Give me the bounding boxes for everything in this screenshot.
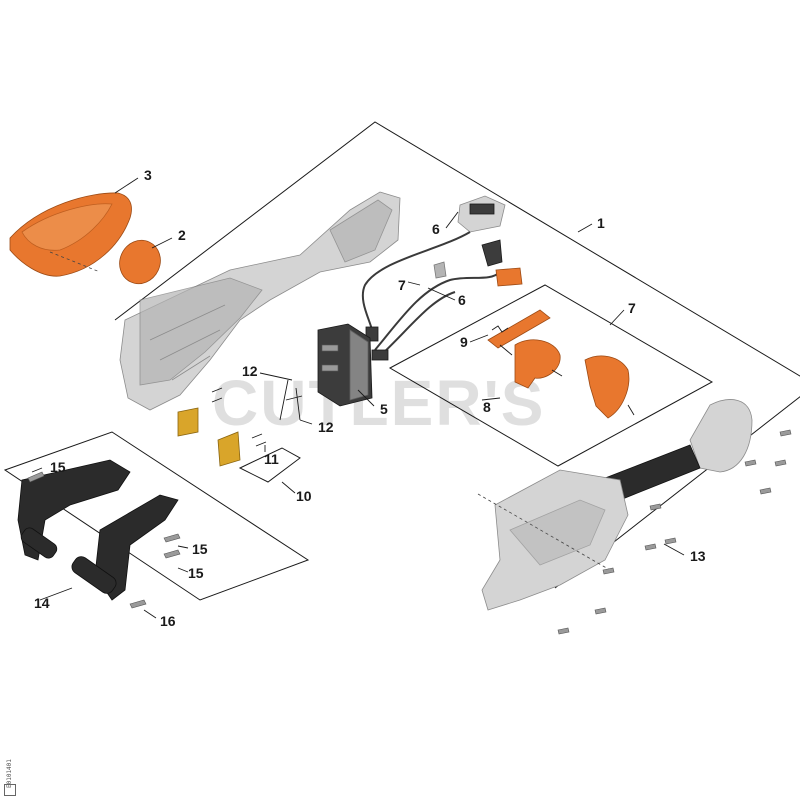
callout-9: 9 <box>460 334 468 350</box>
top-cover-part-3 <box>9 192 132 277</box>
screw-part-13 <box>557 429 792 635</box>
callout-14: 14 <box>34 595 50 611</box>
screw-part-16 <box>129 599 147 609</box>
callout-8: 8 <box>483 399 491 415</box>
callout-5: 6 <box>432 221 440 237</box>
watermark: CUTLER'S <box>212 367 545 439</box>
front-housing-part-13 <box>477 399 753 611</box>
cable-part-6 <box>371 239 523 361</box>
callout-12-top: 12 <box>242 363 258 379</box>
trigger-part-7 <box>487 309 551 349</box>
handle-housing-part-1 <box>119 191 401 411</box>
seal-part-2 <box>119 239 161 285</box>
callout-13: 13 <box>690 548 706 564</box>
callout-6: 6 <box>458 292 466 308</box>
callout-3: 3 <box>144 167 152 183</box>
callout-11: 11 <box>264 451 279 467</box>
callout-7: 7 <box>628 300 636 316</box>
callout-4: 5 <box>380 401 388 417</box>
callout-15-top: 15 <box>50 459 66 475</box>
rear-handle-part-14 <box>17 459 179 601</box>
callout-16: 16 <box>160 613 176 629</box>
spring-part-9 <box>491 325 635 416</box>
group-frame-1 <box>114 121 800 589</box>
trigger-lock-part-7b <box>584 355 630 419</box>
callout-15-mid: 15 <box>192 541 208 557</box>
lever-part-8 <box>514 339 561 389</box>
leader-lines <box>31 177 685 619</box>
group-frame-14 <box>3 431 310 601</box>
callout-12: 12 <box>318 419 334 435</box>
callout-15-low: 15 <box>188 565 204 581</box>
callout-2: 2 <box>178 227 186 243</box>
pin-part-11 <box>211 387 267 447</box>
spring-part-12 <box>279 379 303 421</box>
drawing-code: E0101401 <box>6 759 13 788</box>
electronics-module-part-4 <box>317 323 373 407</box>
callout-7-top: 7 <box>398 277 406 293</box>
group-frame-10 <box>238 447 301 483</box>
drawing-code-box <box>4 784 16 796</box>
screw-part-15 <box>27 471 181 559</box>
callout-10: 10 <box>296 488 312 504</box>
callout-1: 1 <box>597 215 605 231</box>
bracket-part-10 <box>177 407 241 467</box>
group-frame-7 <box>388 284 714 467</box>
switch-part-5 <box>361 195 506 342</box>
